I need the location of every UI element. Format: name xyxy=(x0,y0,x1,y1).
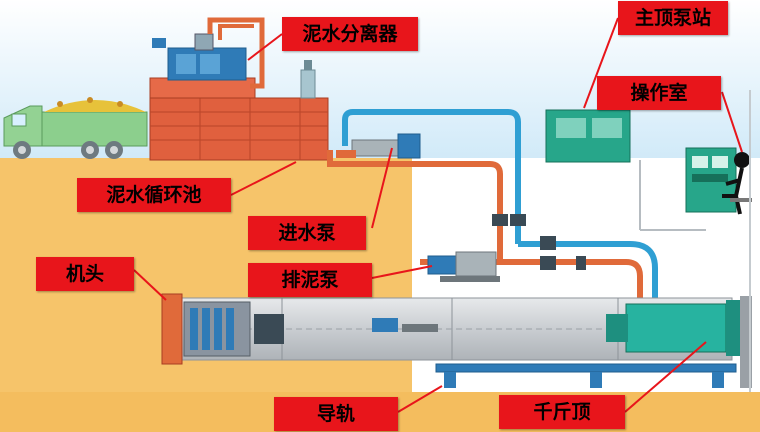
guide-rail-illustration xyxy=(435,363,737,388)
tunnel-boring-head xyxy=(161,293,284,365)
label-slurry-separator: 泥水分离器 xyxy=(282,17,418,51)
label-guide-rail: 导轨 xyxy=(274,397,398,431)
slurry-return-pipes xyxy=(327,150,643,312)
label-main-jacking-station: 主顶泵站 xyxy=(618,1,728,35)
label-inlet-pump: 进水泵 xyxy=(248,216,366,250)
mud-pump-illustration xyxy=(427,251,500,282)
dump-truck xyxy=(3,97,148,159)
control-room-illustration xyxy=(685,90,752,392)
callout-leader-lines xyxy=(133,17,743,413)
label-control-room: 操作室 xyxy=(597,76,721,110)
label-jack: 千斤顶 xyxy=(499,395,625,429)
pipe-valves xyxy=(492,214,586,270)
cyclone-unit xyxy=(300,60,316,99)
label-slurry-circulation-pool: 泥水循环池 xyxy=(77,178,231,212)
inner-pipe-fittings xyxy=(372,318,438,332)
inlet-pump-illustration xyxy=(336,133,421,159)
slurry-separator-illustration xyxy=(152,17,265,89)
label-slurry-discharge-pump: 排泥泵 xyxy=(248,263,372,297)
slurry-circulation-pool-illustration xyxy=(149,77,329,161)
label-machine-head: 机头 xyxy=(36,257,134,291)
jacking-station-illustration xyxy=(545,109,706,231)
water-supply-pipes xyxy=(342,109,658,312)
hydraulic-jack-illustration xyxy=(606,300,740,356)
